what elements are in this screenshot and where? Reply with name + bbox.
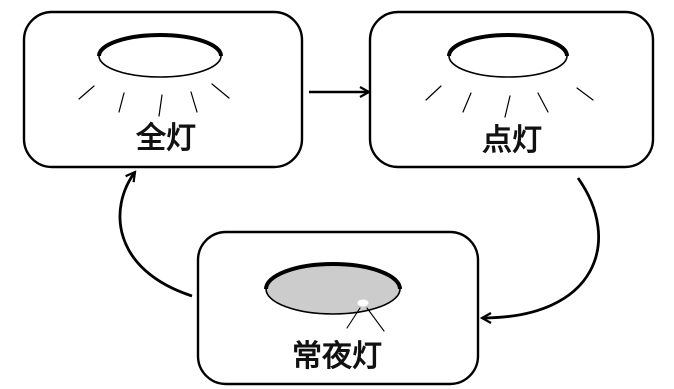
night-light-lamp-icon [264,262,402,315]
spot-light-rays-icon [425,85,594,118]
full-light-label: 全灯 [135,121,196,156]
spot-light-lamp-icon [447,33,569,78]
full-light-rays-icon [78,83,230,117]
night-light-label: 常夜灯 [292,339,382,374]
arrow-night-to-full [118,172,193,298]
spot-light-state: 点灯 [368,10,655,169]
full-light-state: 全灯 [22,10,304,169]
night-light-glow-icon [346,307,385,332]
night-light-state: 常夜灯 [196,230,480,386]
spot-light-label: 点灯 [482,123,542,158]
arrow-spot-to-night [482,177,600,318]
full-light-lamp-icon [97,33,223,78]
full-light-box [22,10,304,169]
